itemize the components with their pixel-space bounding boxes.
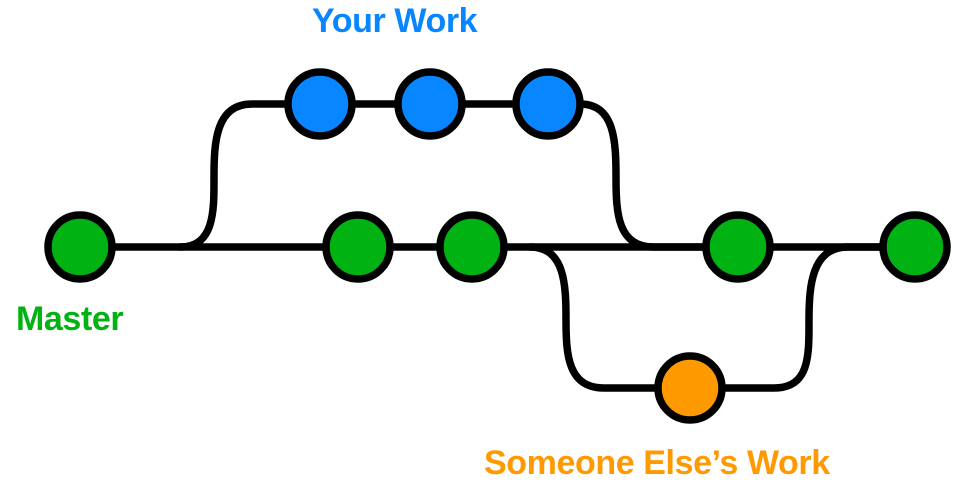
branch-edge-merge-in-orange xyxy=(718,243,887,392)
commit-node-other-1[interactable] xyxy=(654,352,726,424)
commit-node-master-1[interactable] xyxy=(44,211,116,283)
branch-edges-layer xyxy=(108,100,887,392)
commit-node-work-2[interactable] xyxy=(394,68,466,140)
commit-node-master-3[interactable] xyxy=(436,211,508,283)
commit-node-master-4[interactable] xyxy=(879,211,951,283)
commit-node-master-2[interactable] xyxy=(322,211,394,283)
commit-node-merge-1[interactable] xyxy=(702,211,774,283)
commit-nodes-layer xyxy=(44,68,951,424)
branch-label-someone-else: Someone Else’s Work xyxy=(484,444,830,482)
branch-edge-branch-out-orange xyxy=(526,243,662,392)
commit-node-work-1[interactable] xyxy=(284,68,356,140)
branch-label-master: Master xyxy=(16,300,124,338)
commit-node-work-3[interactable] xyxy=(512,68,584,140)
branch-edge-merge-in-blue xyxy=(576,100,710,251)
branch-edge-branch-out-blue xyxy=(176,100,292,251)
branch-label-your-work: Your Work xyxy=(312,2,478,40)
